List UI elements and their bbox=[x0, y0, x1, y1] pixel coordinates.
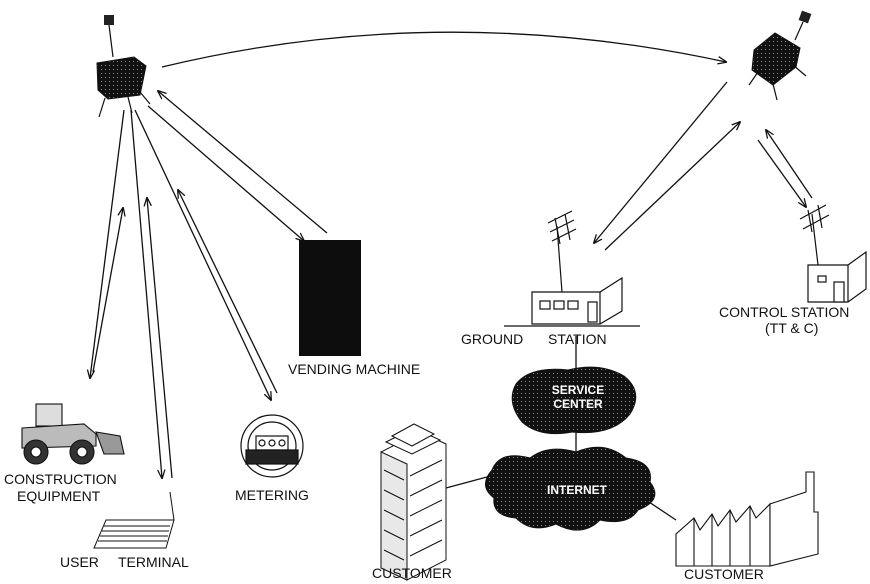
construction-label-b: EQUIPMENT bbox=[17, 488, 101, 504]
internet-label: INTERNET bbox=[547, 483, 607, 497]
service-center-label-a: SERVICE bbox=[551, 383, 605, 397]
satellite-right-icon bbox=[748, 10, 812, 101]
vending-machine-label: VENDING MACHINE bbox=[288, 361, 421, 377]
ground-station-label-b: STATION bbox=[548, 331, 607, 347]
user-terminal-icon bbox=[93, 491, 175, 549]
ground-station-icon bbox=[504, 210, 640, 327]
vending-machine-icon bbox=[299, 240, 361, 356]
customer-left-label: CUSTOMER bbox=[372, 565, 452, 581]
user-terminal-label-a: USER bbox=[60, 554, 99, 570]
communication-links bbox=[90, 31, 813, 521]
construction-label-a: CONSTRUCTION bbox=[4, 471, 117, 487]
satellite-left-icon bbox=[96, 15, 151, 118]
metering-label: METERING bbox=[235, 487, 309, 503]
ground-station-label-a: GROUND bbox=[461, 331, 524, 347]
service-center-label-b: CENTER bbox=[553, 397, 603, 411]
control-station-label: CONTROL STATION bbox=[719, 304, 850, 320]
user-terminal-label-b: TERMINAL bbox=[118, 554, 189, 570]
customer-right-label: CUSTOMER bbox=[684, 566, 764, 582]
control-station-icon bbox=[799, 204, 867, 303]
customer-building-icon bbox=[380, 423, 447, 581]
control-station-sublabel: (TT & C) bbox=[765, 320, 819, 336]
customer-factory-icon bbox=[675, 471, 819, 567]
construction-equipment-icon bbox=[21, 403, 125, 465]
service-center-cloud-icon bbox=[511, 366, 637, 435]
meter-icon bbox=[240, 414, 304, 478]
internet-cloud-icon bbox=[485, 446, 656, 531]
